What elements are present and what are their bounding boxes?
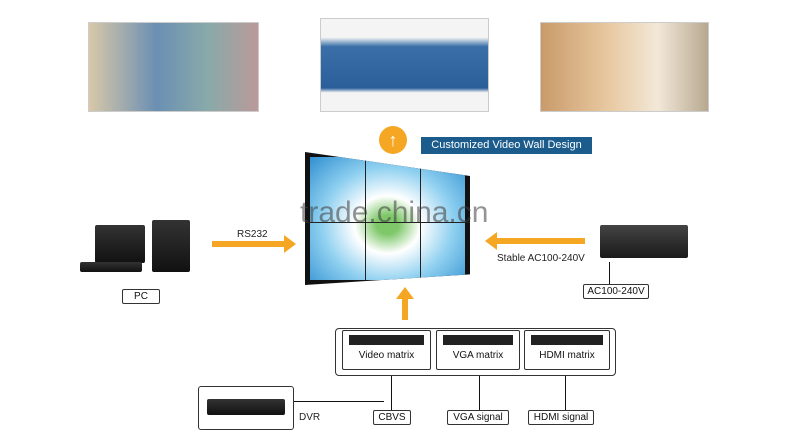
office-video-wall-photo: [88, 22, 259, 112]
power-arrow: [497, 238, 585, 244]
dvr-arrow: [294, 401, 384, 402]
arrow-head-icon: [485, 232, 497, 250]
matrix-group: [335, 328, 616, 376]
ac-arrow: [609, 262, 610, 284]
dvr-icon: [207, 399, 285, 415]
pc-tower-icon: [152, 220, 190, 272]
rs232-arrow: [212, 241, 286, 247]
cbvs-label: CBVS: [373, 410, 411, 425]
hdmi-signal-label: HDMI signal: [528, 410, 594, 425]
dvr-box: [198, 386, 294, 430]
banner-label: Customized Video Wall Design: [421, 137, 592, 154]
pc-monitor-icon: [95, 225, 145, 263]
pc-label: PC: [122, 289, 160, 304]
up-arrow-icon: ↑: [379, 126, 407, 154]
mall-video-wall-photo: [540, 22, 709, 112]
watermark: trade.china.cn: [300, 196, 489, 229]
video-matrix: Video matrix: [342, 330, 431, 370]
vga-matrix: VGA matrix: [436, 330, 520, 370]
arrow-head-icon: [396, 287, 414, 299]
vga-arrow: [479, 376, 480, 410]
dvr-label: DVR: [299, 412, 321, 423]
arrow-head-icon: [284, 235, 296, 253]
ac-power-label: AC100-240V: [583, 284, 649, 299]
cbvs-arrow: [391, 376, 392, 410]
curved-video-wall-photo: [320, 18, 489, 112]
matrix-arrow: [402, 298, 408, 320]
stable-power-label: Stable AC100-240V: [497, 253, 585, 264]
rs232-label: RS232: [237, 229, 268, 240]
hdmi-matrix: HDMI matrix: [524, 330, 610, 370]
vga-signal-label: VGA signal: [447, 410, 509, 425]
power-supply-icon: [600, 225, 688, 258]
keyboard-icon: [80, 262, 142, 272]
video-wall-screen: [305, 152, 470, 285]
hdmi-arrow: [565, 376, 566, 410]
